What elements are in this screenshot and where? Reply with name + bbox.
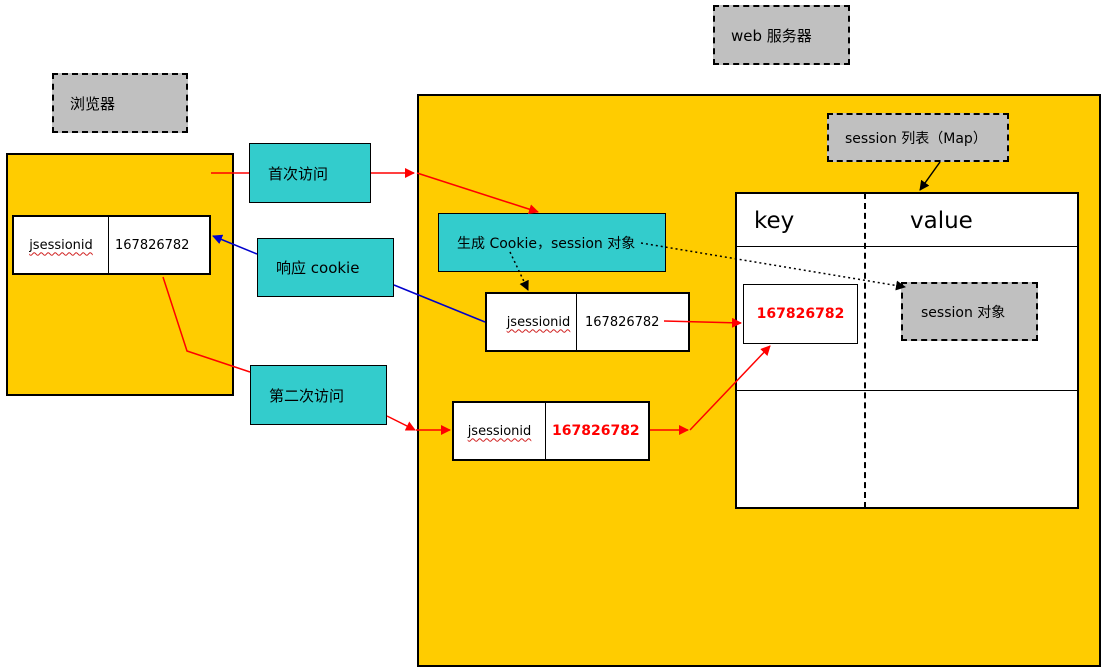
browser-cookie-name-cell: jsessionid (14, 217, 109, 273)
session-object-box: session 对象 (901, 282, 1038, 341)
request-cookie-value: 167826782 (552, 423, 640, 439)
browser-cookie-name: jsessionid (29, 237, 93, 253)
session-map-row-divider (735, 390, 1079, 391)
step-second-visit-text: 第二次访问 (269, 386, 345, 405)
server-label: web 服务器 (713, 5, 850, 65)
server-label-text: web 服务器 (731, 26, 812, 45)
session-key-value: 167826782 (756, 306, 845, 322)
arrow-response-server-side (393, 284, 486, 323)
step-first-visit-text: 首次访问 (268, 164, 329, 183)
session-object-text: session 对象 (921, 304, 1006, 321)
arrow-to-generate (416, 172, 539, 214)
server-cookie-box: jsessionid 167826782 (485, 292, 690, 352)
arrow-response-browser-side (212, 234, 258, 255)
arrow-generate-to-cookie (509, 251, 529, 291)
step-response-cookie: 响应 cookie (257, 238, 394, 297)
arrow-second-visit-in (162, 276, 251, 373)
request-cookie-name: jsessionid (467, 423, 532, 439)
session-map-table (735, 192, 1079, 509)
arrow-generate-to-session (640, 242, 906, 291)
request-cookie-name-cell: jsessionid (454, 403, 546, 459)
request-cookie-box: jsessionid 167826782 (452, 401, 650, 461)
step-generate-text: 生成 Cookie，session 对象 (457, 235, 636, 252)
step-first-visit: 首次访问 (249, 143, 371, 203)
arrow-request-to-key (689, 345, 771, 431)
key-header: key (754, 208, 795, 234)
server-cookie-name-cell: jsessionid (487, 294, 577, 350)
server-cookie-value: 167826782 (585, 314, 660, 330)
arrow-session-list-to-table (919, 161, 941, 191)
browser-cookie-value: 167826782 (115, 237, 190, 253)
session-list-label: session 列表（Map） (827, 113, 1009, 162)
value-header: value (910, 208, 973, 234)
session-map-column-divider (864, 193, 866, 508)
browser-cookie-box: jsessionid 167826782 (12, 215, 211, 275)
arrow-second-visit-out (386, 415, 416, 431)
step-second-visit: 第二次访问 (250, 365, 387, 425)
arrow-cookie-to-key (663, 317, 742, 328)
server-cookie-value-cell: 167826782 (577, 294, 688, 350)
browser-label-text: 浏览器 (70, 94, 116, 113)
server-cookie-name: jsessionid (506, 314, 571, 330)
session-key-cell: 167826782 (743, 284, 858, 344)
step-response-cookie-text: 响应 cookie (276, 259, 360, 277)
session-map-header-divider (735, 246, 1079, 247)
session-list-label-text: session 列表（Map） (845, 130, 987, 147)
browser-label: 浏览器 (52, 73, 188, 133)
request-cookie-value-cell: 167826782 (546, 403, 648, 459)
browser-cookie-value-cell: 167826782 (109, 217, 209, 273)
step-generate: 生成 Cookie，session 对象 (438, 213, 666, 272)
